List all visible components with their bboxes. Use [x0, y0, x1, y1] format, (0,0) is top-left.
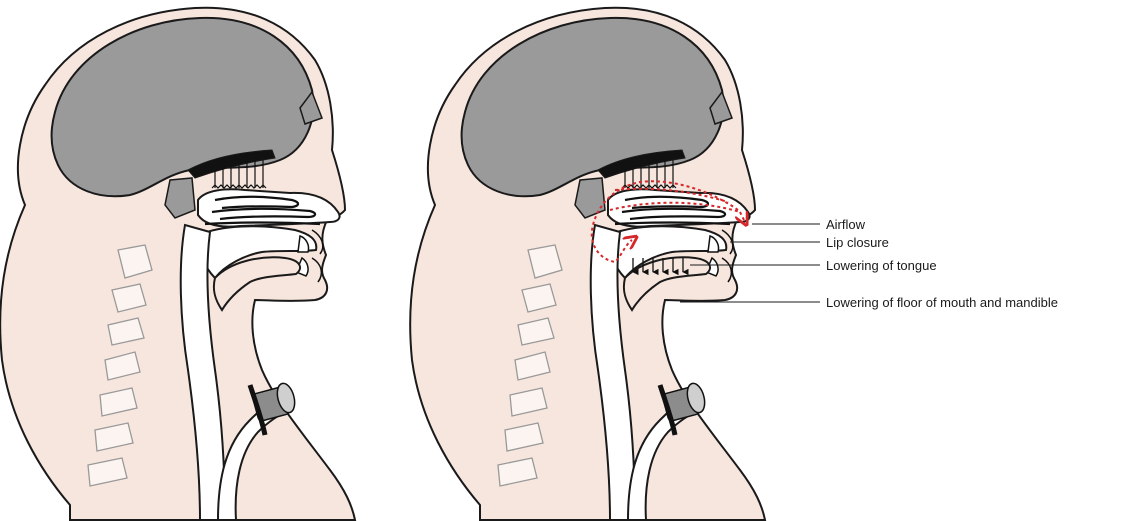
label-airflow: Airflow — [826, 217, 866, 232]
head-diagram-airflow — [410, 8, 765, 520]
label-lowering-floor: Lowering of floor of mouth and mandible — [826, 295, 1058, 310]
head-diagram-rest — [0, 8, 355, 520]
label-lowering-tongue: Lowering of tongue — [826, 258, 937, 273]
label-lip-closure: Lip closure — [826, 235, 889, 250]
